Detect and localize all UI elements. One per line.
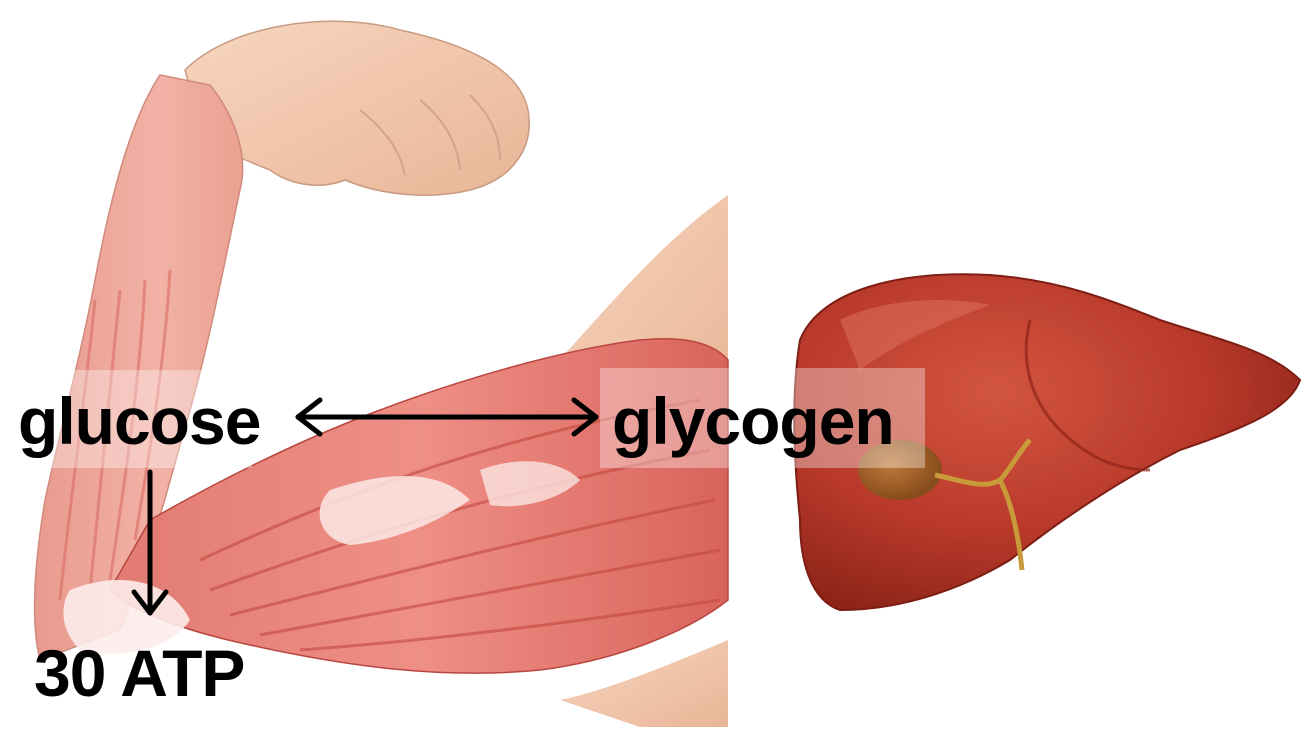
glycogen-label: glycogen — [612, 388, 894, 454]
glucose-label: glucose — [18, 388, 260, 454]
atp-label: 30 ATP — [34, 640, 244, 706]
